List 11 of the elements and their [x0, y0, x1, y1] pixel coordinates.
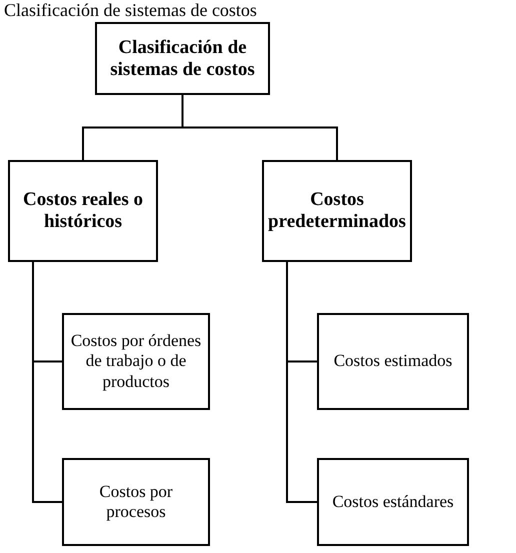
category-box: Costos predeterminados: [262, 160, 412, 262]
item-box: Costos por procesos: [62, 458, 210, 546]
item-box: Costos estimados: [317, 313, 469, 410]
diagram-title: Clasificación de sistemas de costos: [4, 0, 257, 20]
item-box: Costos estándares: [317, 458, 469, 546]
category-box: Costos reales o históricos: [8, 160, 158, 262]
connector-line: [32, 262, 62, 503]
root-box: Clasificación de sistemas de costos: [95, 22, 270, 95]
item-box: Costos por órdenes de trabajo o de productos: [62, 313, 210, 410]
connector-line: [182, 95, 338, 160]
connector-line: [286, 262, 317, 503]
